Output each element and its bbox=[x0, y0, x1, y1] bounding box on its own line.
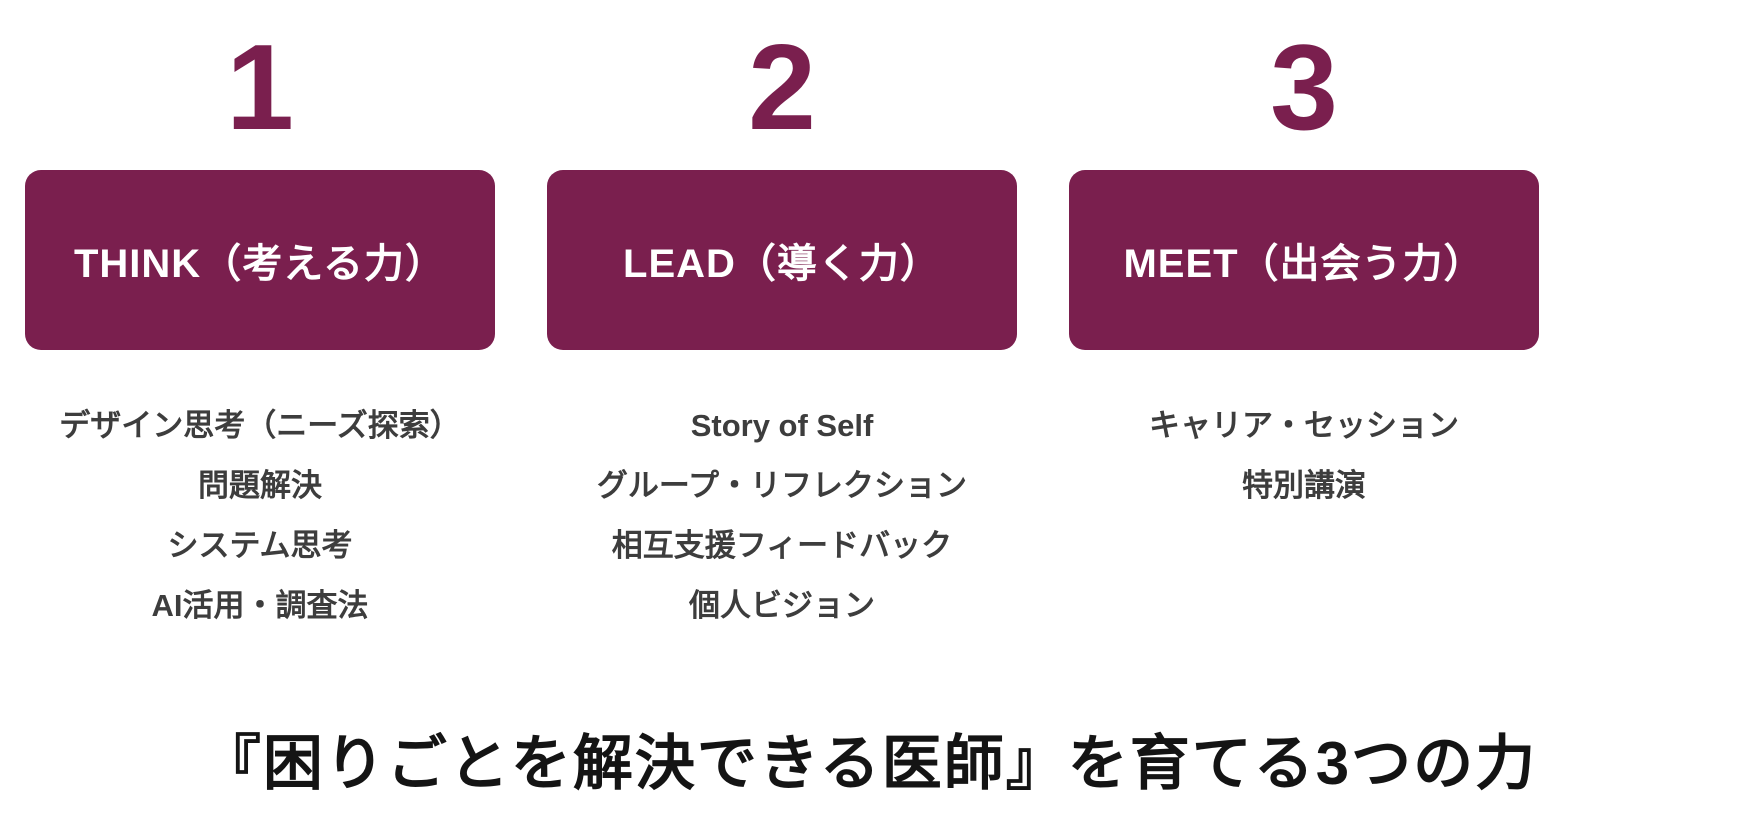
pillar-number: 2 bbox=[748, 19, 816, 155]
pillar-item-list: キャリア・セッション 特別講演 bbox=[1149, 396, 1459, 516]
pillar-item: AI活用・調査法 bbox=[151, 588, 369, 623]
footer-title: 『困りごとを解決できる医師』を育てる3つの力 bbox=[200, 730, 1538, 797]
pillar-title-box: LEAD（導く力） bbox=[547, 170, 1017, 350]
pillar-item-list: Story of Self グループ・リフレクション 相互支援フィードバック 個… bbox=[597, 396, 967, 636]
pillar-item: グループ・リフレクション bbox=[596, 468, 968, 503]
pillar-number: 1 bbox=[226, 19, 294, 155]
pillar-column-meet: 3 MEET（出会う力） キャリア・セッション 特別講演 bbox=[1069, 0, 1539, 516]
pillar-item: 相互支援フィードバック bbox=[611, 528, 953, 563]
pillar-title-box: MEET（出会う力） bbox=[1069, 170, 1539, 350]
pillar-title: LEAD（導く力） bbox=[623, 242, 941, 286]
pillar-number: 3 bbox=[1270, 19, 1338, 155]
pillar-item: システム思考 bbox=[167, 528, 353, 563]
pillar-item: デザイン思考（ニーズ探索） bbox=[59, 408, 461, 443]
pillar-columns: 1 THINK（考える力） デザイン思考（ニーズ探索） 問題解決 システム思考 … bbox=[25, 0, 1539, 636]
pillar-column-lead: 2 LEAD（導く力） Story of Self グループ・リフレクション 相… bbox=[547, 0, 1017, 636]
pillar-title-box: THINK（考える力） bbox=[25, 170, 495, 350]
pillar-item: 個人ビジョン bbox=[688, 588, 875, 623]
pillar-item: キャリア・セッション bbox=[1149, 408, 1459, 443]
pillar-item: 問題解決 bbox=[197, 468, 322, 503]
pillar-title: MEET（出会う力） bbox=[1123, 242, 1485, 286]
pillar-item: 特別講演 bbox=[1242, 468, 1366, 503]
pillar-item-list: デザイン思考（ニーズ探索） 問題解決 システム思考 AI活用・調査法 bbox=[59, 396, 460, 636]
pillar-item: Story of Self bbox=[690, 408, 874, 443]
pillar-title: THINK（考える力） bbox=[73, 242, 446, 286]
pillar-column-think: 1 THINK（考える力） デザイン思考（ニーズ探索） 問題解決 システム思考 … bbox=[25, 0, 495, 636]
